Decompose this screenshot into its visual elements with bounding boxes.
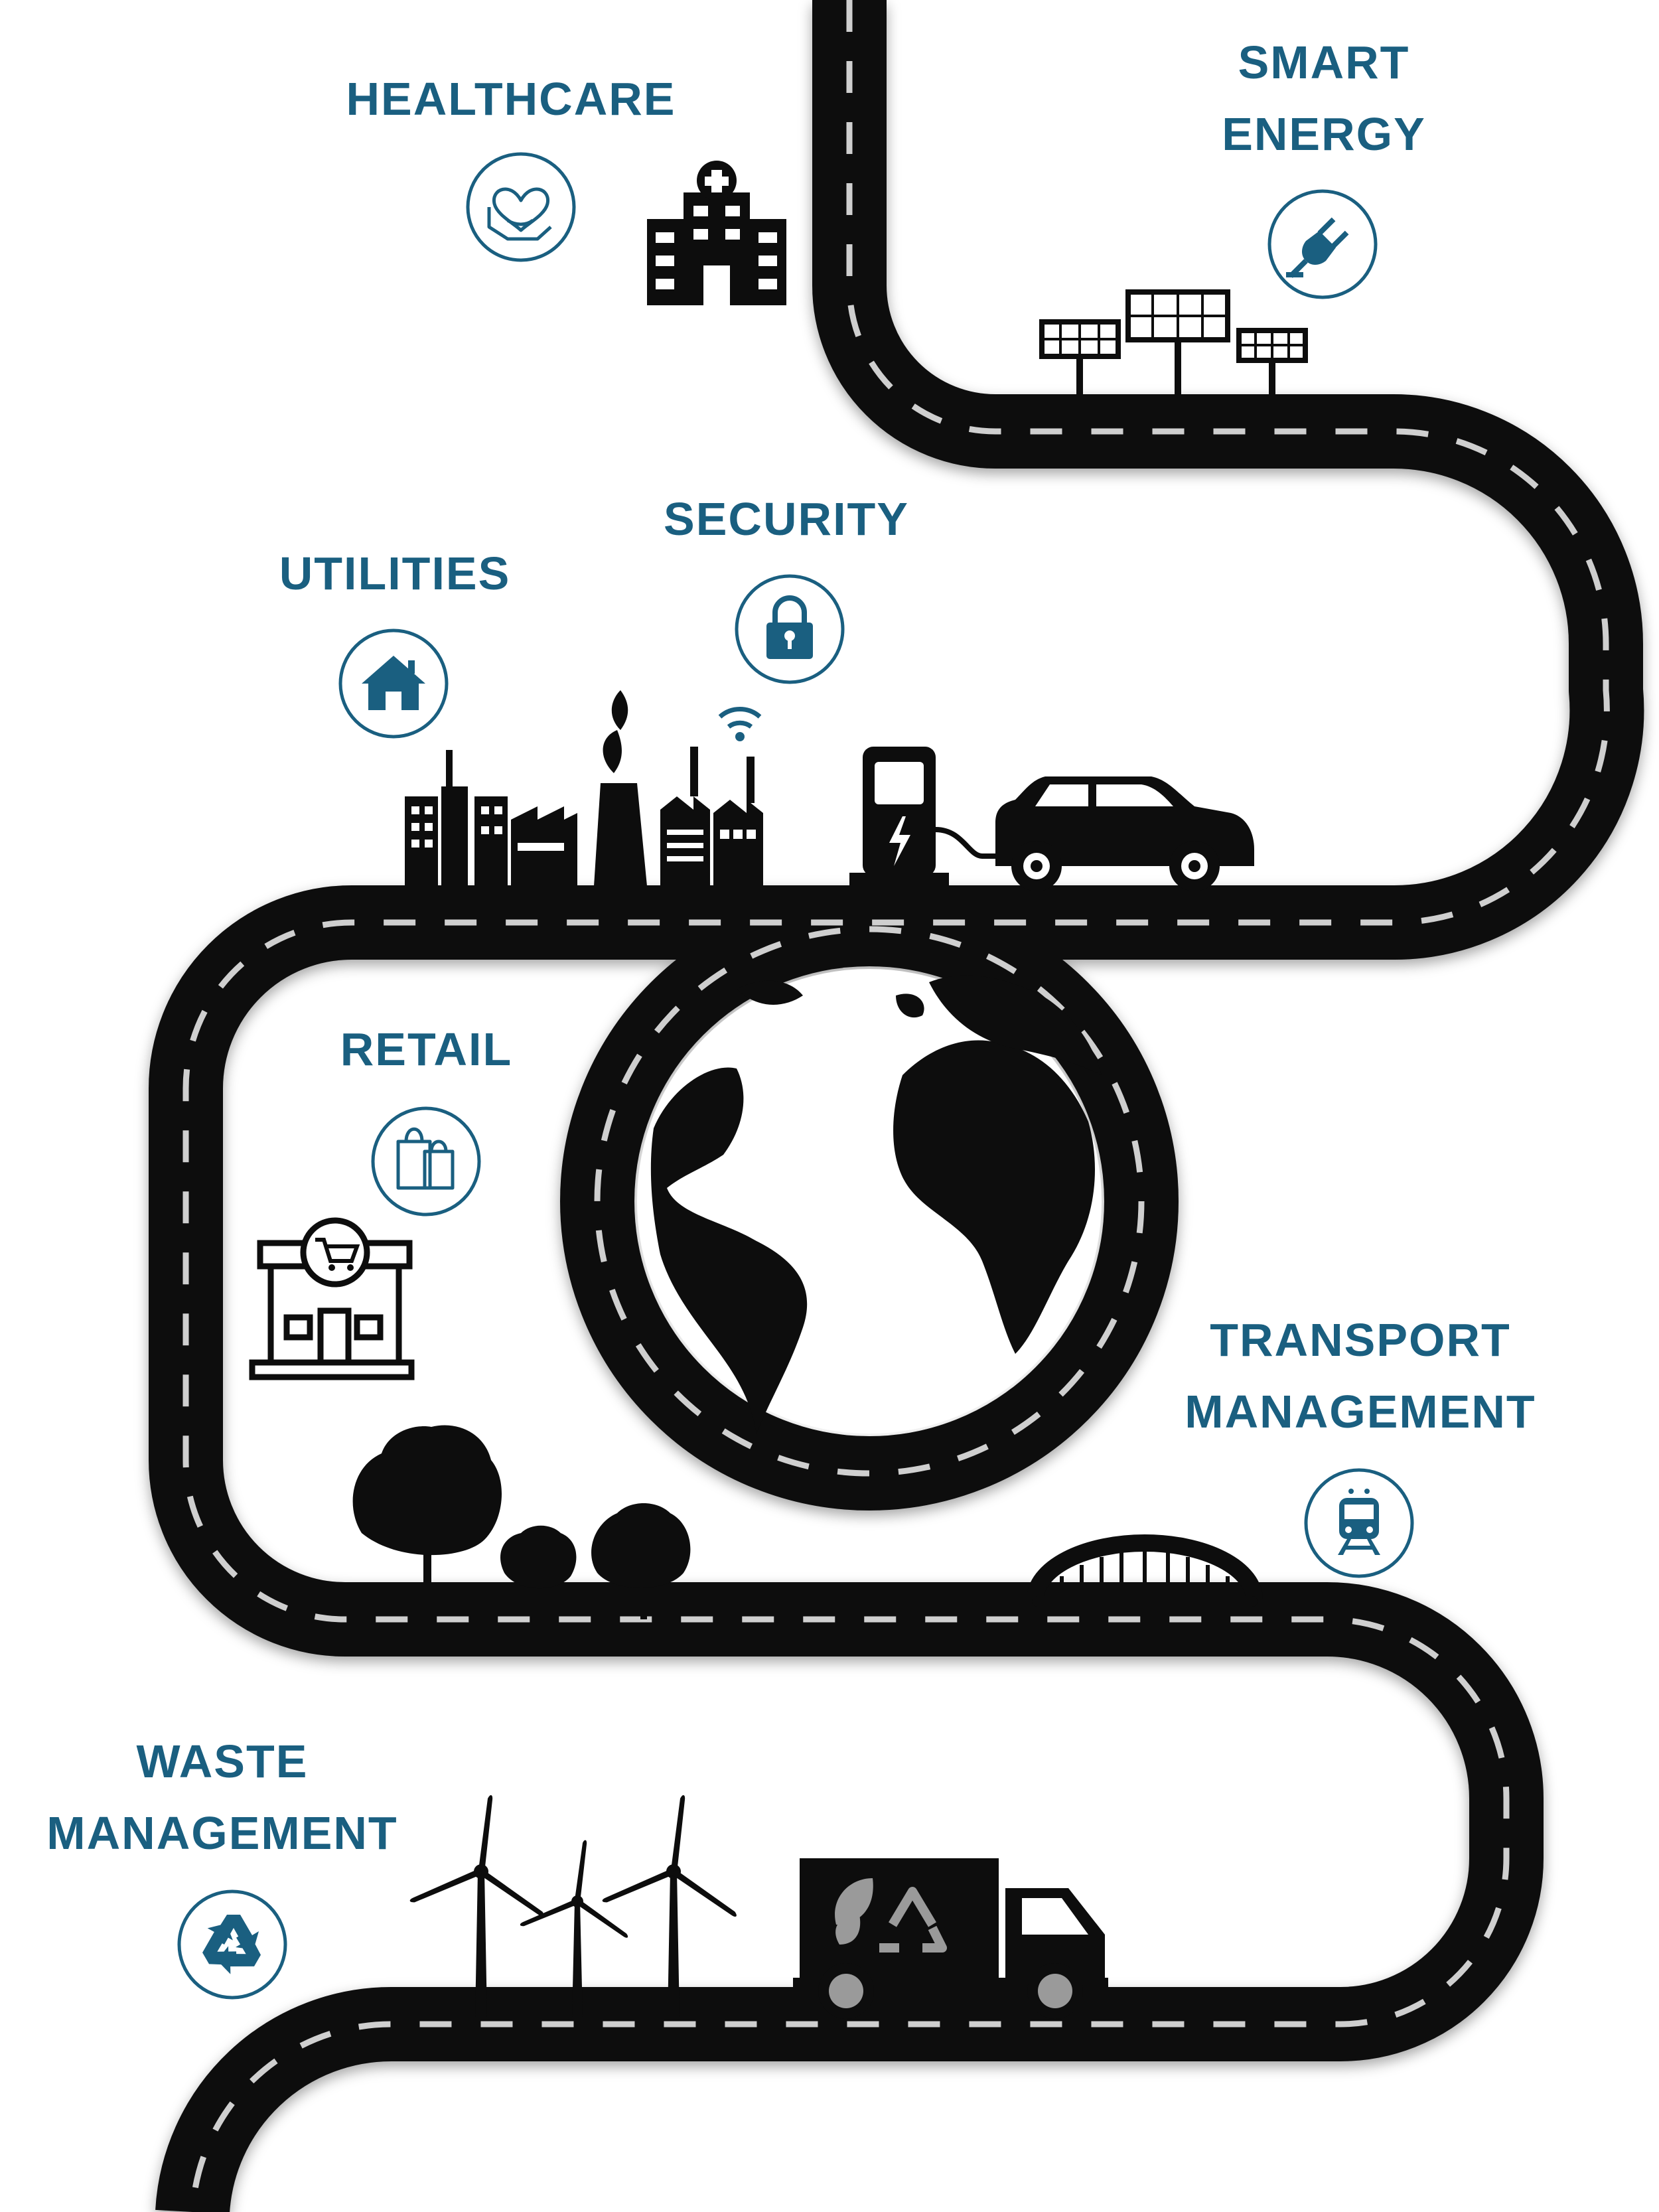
electric-car-icon [995, 776, 1254, 891]
retail-icon [371, 1106, 481, 1217]
bridge-icon [1027, 1534, 1263, 1607]
smart-energy-label-line-2: ENERGY [1222, 108, 1426, 160]
security-label-line: SECURITY [664, 493, 909, 545]
recycling-truck-icon [793, 1858, 1108, 2019]
transport-management-icon [1304, 1468, 1414, 1578]
transport-management-label: TRANSPORT MANAGEMENT [1155, 1304, 1566, 1447]
retail-label-line: RETAIL [340, 1023, 513, 1075]
ring-lane-line [594, 926, 1145, 1477]
waste-management-icon [177, 1889, 287, 2000]
retail-label: RETAIL [319, 1013, 534, 1085]
lane-markings [182, 0, 1610, 2212]
hospital-building-icon [647, 161, 786, 305]
waste-management-label-line-2: MANAGEMENT [46, 1807, 398, 1859]
trees-icon [352, 1425, 691, 1619]
healthcare-icon [466, 152, 576, 262]
healthcare-label-line: HEALTHCARE [346, 73, 676, 125]
security-icon [735, 574, 845, 684]
transport-management-label-line-2: MANAGEMENT [1185, 1386, 1536, 1438]
north-islands [737, 980, 924, 1018]
wind-turbines-icon [409, 1795, 737, 2018]
africa-europe-landmass [893, 1040, 1095, 1354]
road-lane-line [182, 0, 1610, 2212]
ev-charging-station-icon [849, 747, 995, 886]
waste-management-label: WASTE MANAGEMENT [20, 1726, 425, 1869]
retail-store-icon [249, 1217, 415, 1380]
utilities-icon [338, 628, 449, 739]
globe-icon [637, 969, 1102, 1434]
solar-panels [1039, 289, 1308, 395]
smart-energy-label: SMART ENERGY [1201, 27, 1447, 170]
americas-landmass [650, 1067, 808, 1434]
waste-management-label-line-1: WASTE [136, 1735, 309, 1787]
smart-energy-icon [1267, 189, 1378, 299]
utilities-label: UTILITIES [262, 538, 528, 609]
transport-management-label-line-1: TRANSPORT [1210, 1314, 1511, 1366]
asia-landmass [929, 975, 1102, 1075]
healthcare-label: HEALTHCARE [342, 63, 680, 135]
smart-energy-label-line-1: SMART [1238, 37, 1410, 88]
factory-skyline-icon [405, 690, 763, 886]
utilities-label-line: UTILITIES [279, 548, 511, 599]
security-label: SECURITY [654, 483, 919, 555]
